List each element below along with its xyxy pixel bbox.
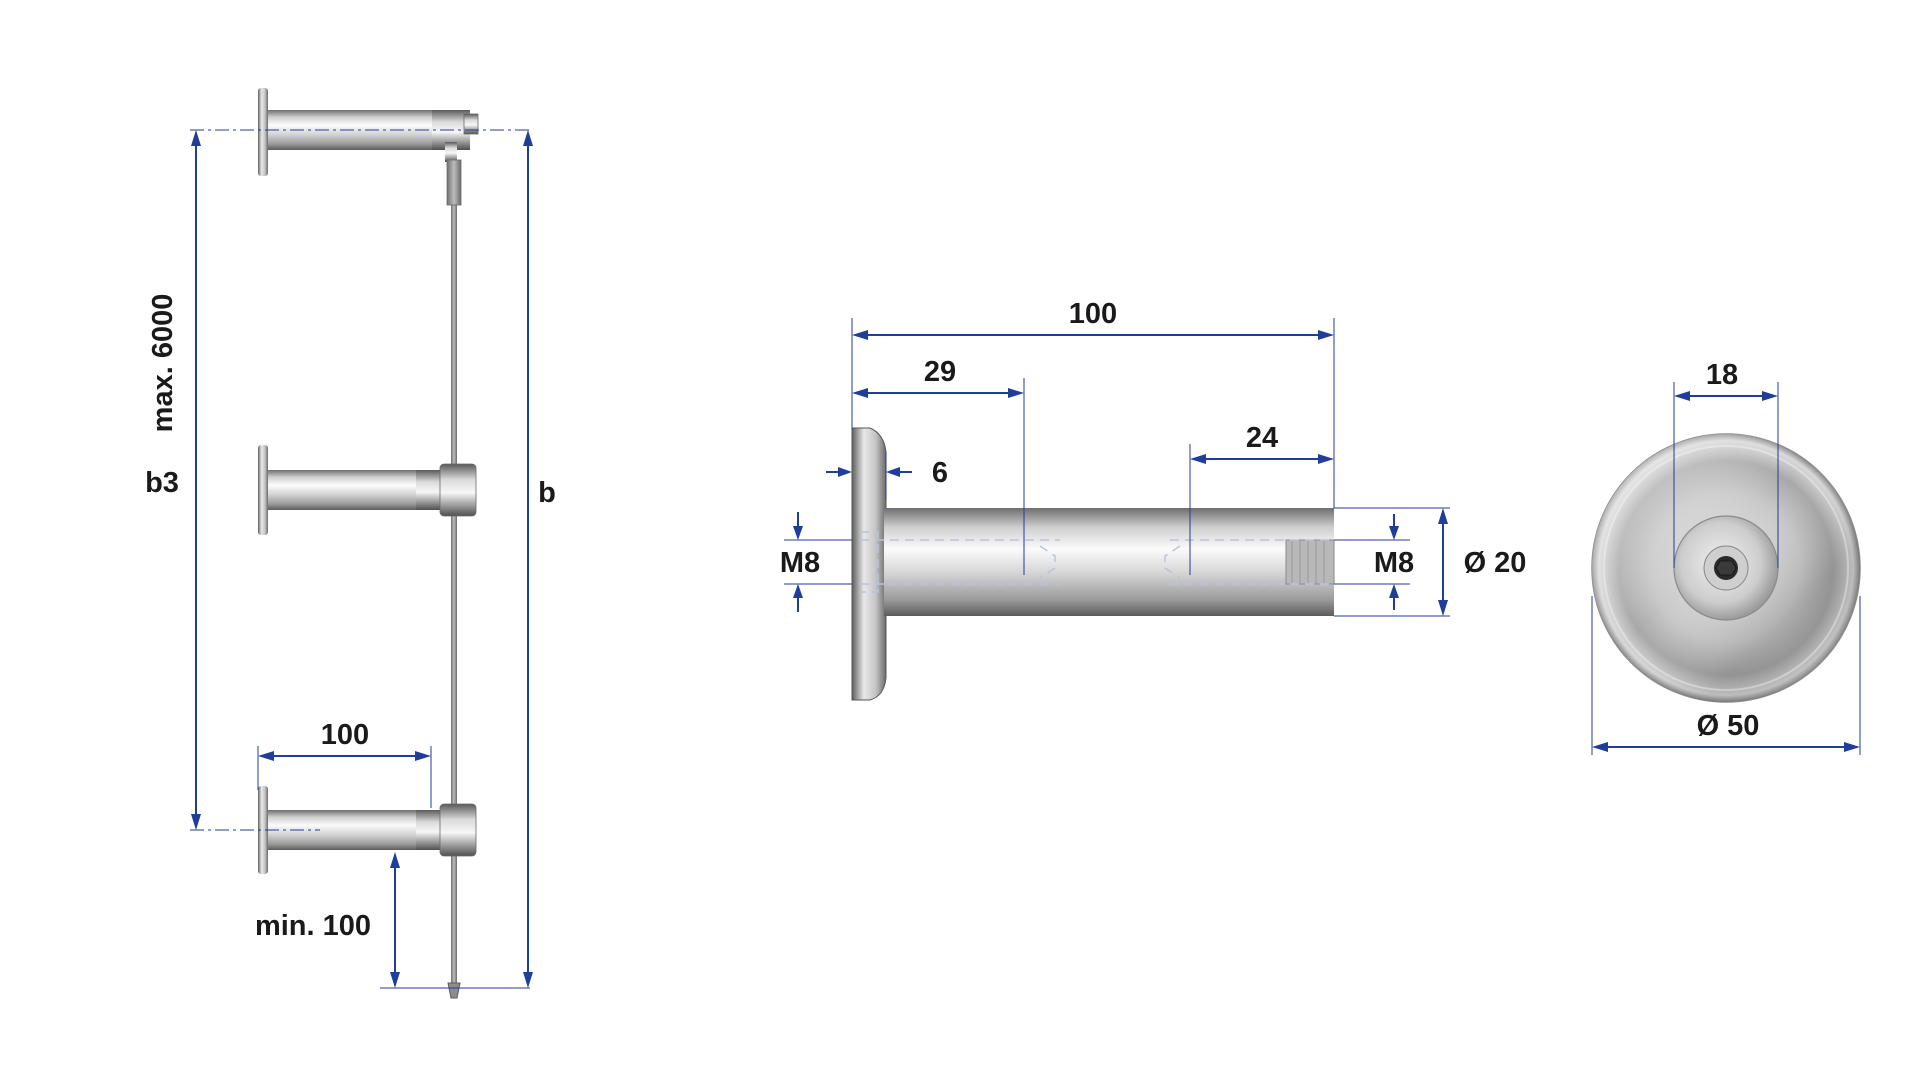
min-spacing-label: min. 100	[255, 910, 371, 942]
steel-cable	[451, 190, 457, 985]
dimension-hole-depth	[852, 388, 1024, 398]
b3-label: b3	[145, 467, 179, 499]
dimension-thread-right	[1389, 514, 1399, 610]
dimension-total-length	[852, 330, 1334, 340]
standoff-middle	[258, 445, 477, 535]
thread-left-label: M8	[780, 547, 820, 579]
dimension-flange-thickness	[826, 467, 912, 477]
cable-system-view: max. 6000 b3 b 100 min. 100	[145, 88, 556, 999]
max-length-label: max. 6000	[147, 294, 179, 433]
dimension-b3	[191, 130, 201, 830]
diameter-label: Ø 20	[1464, 547, 1527, 579]
standoff-front-view: 18 Ø 50	[1591, 359, 1861, 755]
standoff-flange	[851, 427, 887, 701]
hole-depth-label: 29	[924, 356, 956, 388]
outer-diameter-label: Ø 50	[1697, 710, 1760, 742]
thread-lines	[1291, 540, 1325, 584]
cable-clamp-middle	[439, 463, 477, 517]
total-length-label: 100	[1069, 298, 1117, 330]
standoff-length-label: 100	[321, 719, 369, 751]
dimension-thread-depth	[1190, 454, 1334, 464]
cable-end-tip	[447, 982, 461, 999]
cable-clamp-bottom	[439, 803, 477, 857]
thread-right-label: M8	[1374, 547, 1414, 579]
dimension-standoff-length	[257, 746, 432, 808]
threaded-insert	[1285, 539, 1335, 585]
standoff-side-view: 100 29 24 6 M8	[780, 298, 1527, 701]
hidden-bore-lines	[860, 531, 1330, 593]
inner-diameter-label: 18	[1706, 359, 1738, 391]
dimension-b	[523, 130, 533, 988]
flange-thickness-label: 6	[932, 457, 948, 489]
dimension-diameter	[1438, 508, 1448, 616]
cable-fitting-top	[446, 159, 462, 206]
thread-depth-label: 24	[1246, 422, 1278, 454]
dimension-outer-diameter	[1592, 742, 1860, 752]
b-label: b	[538, 477, 556, 509]
dimension-min-spacing	[390, 852, 400, 988]
standoff-top	[258, 88, 479, 206]
dimension-thread-left	[793, 512, 803, 612]
dimension-inner-diameter	[1674, 391, 1778, 401]
standoff-rod	[884, 508, 1334, 616]
